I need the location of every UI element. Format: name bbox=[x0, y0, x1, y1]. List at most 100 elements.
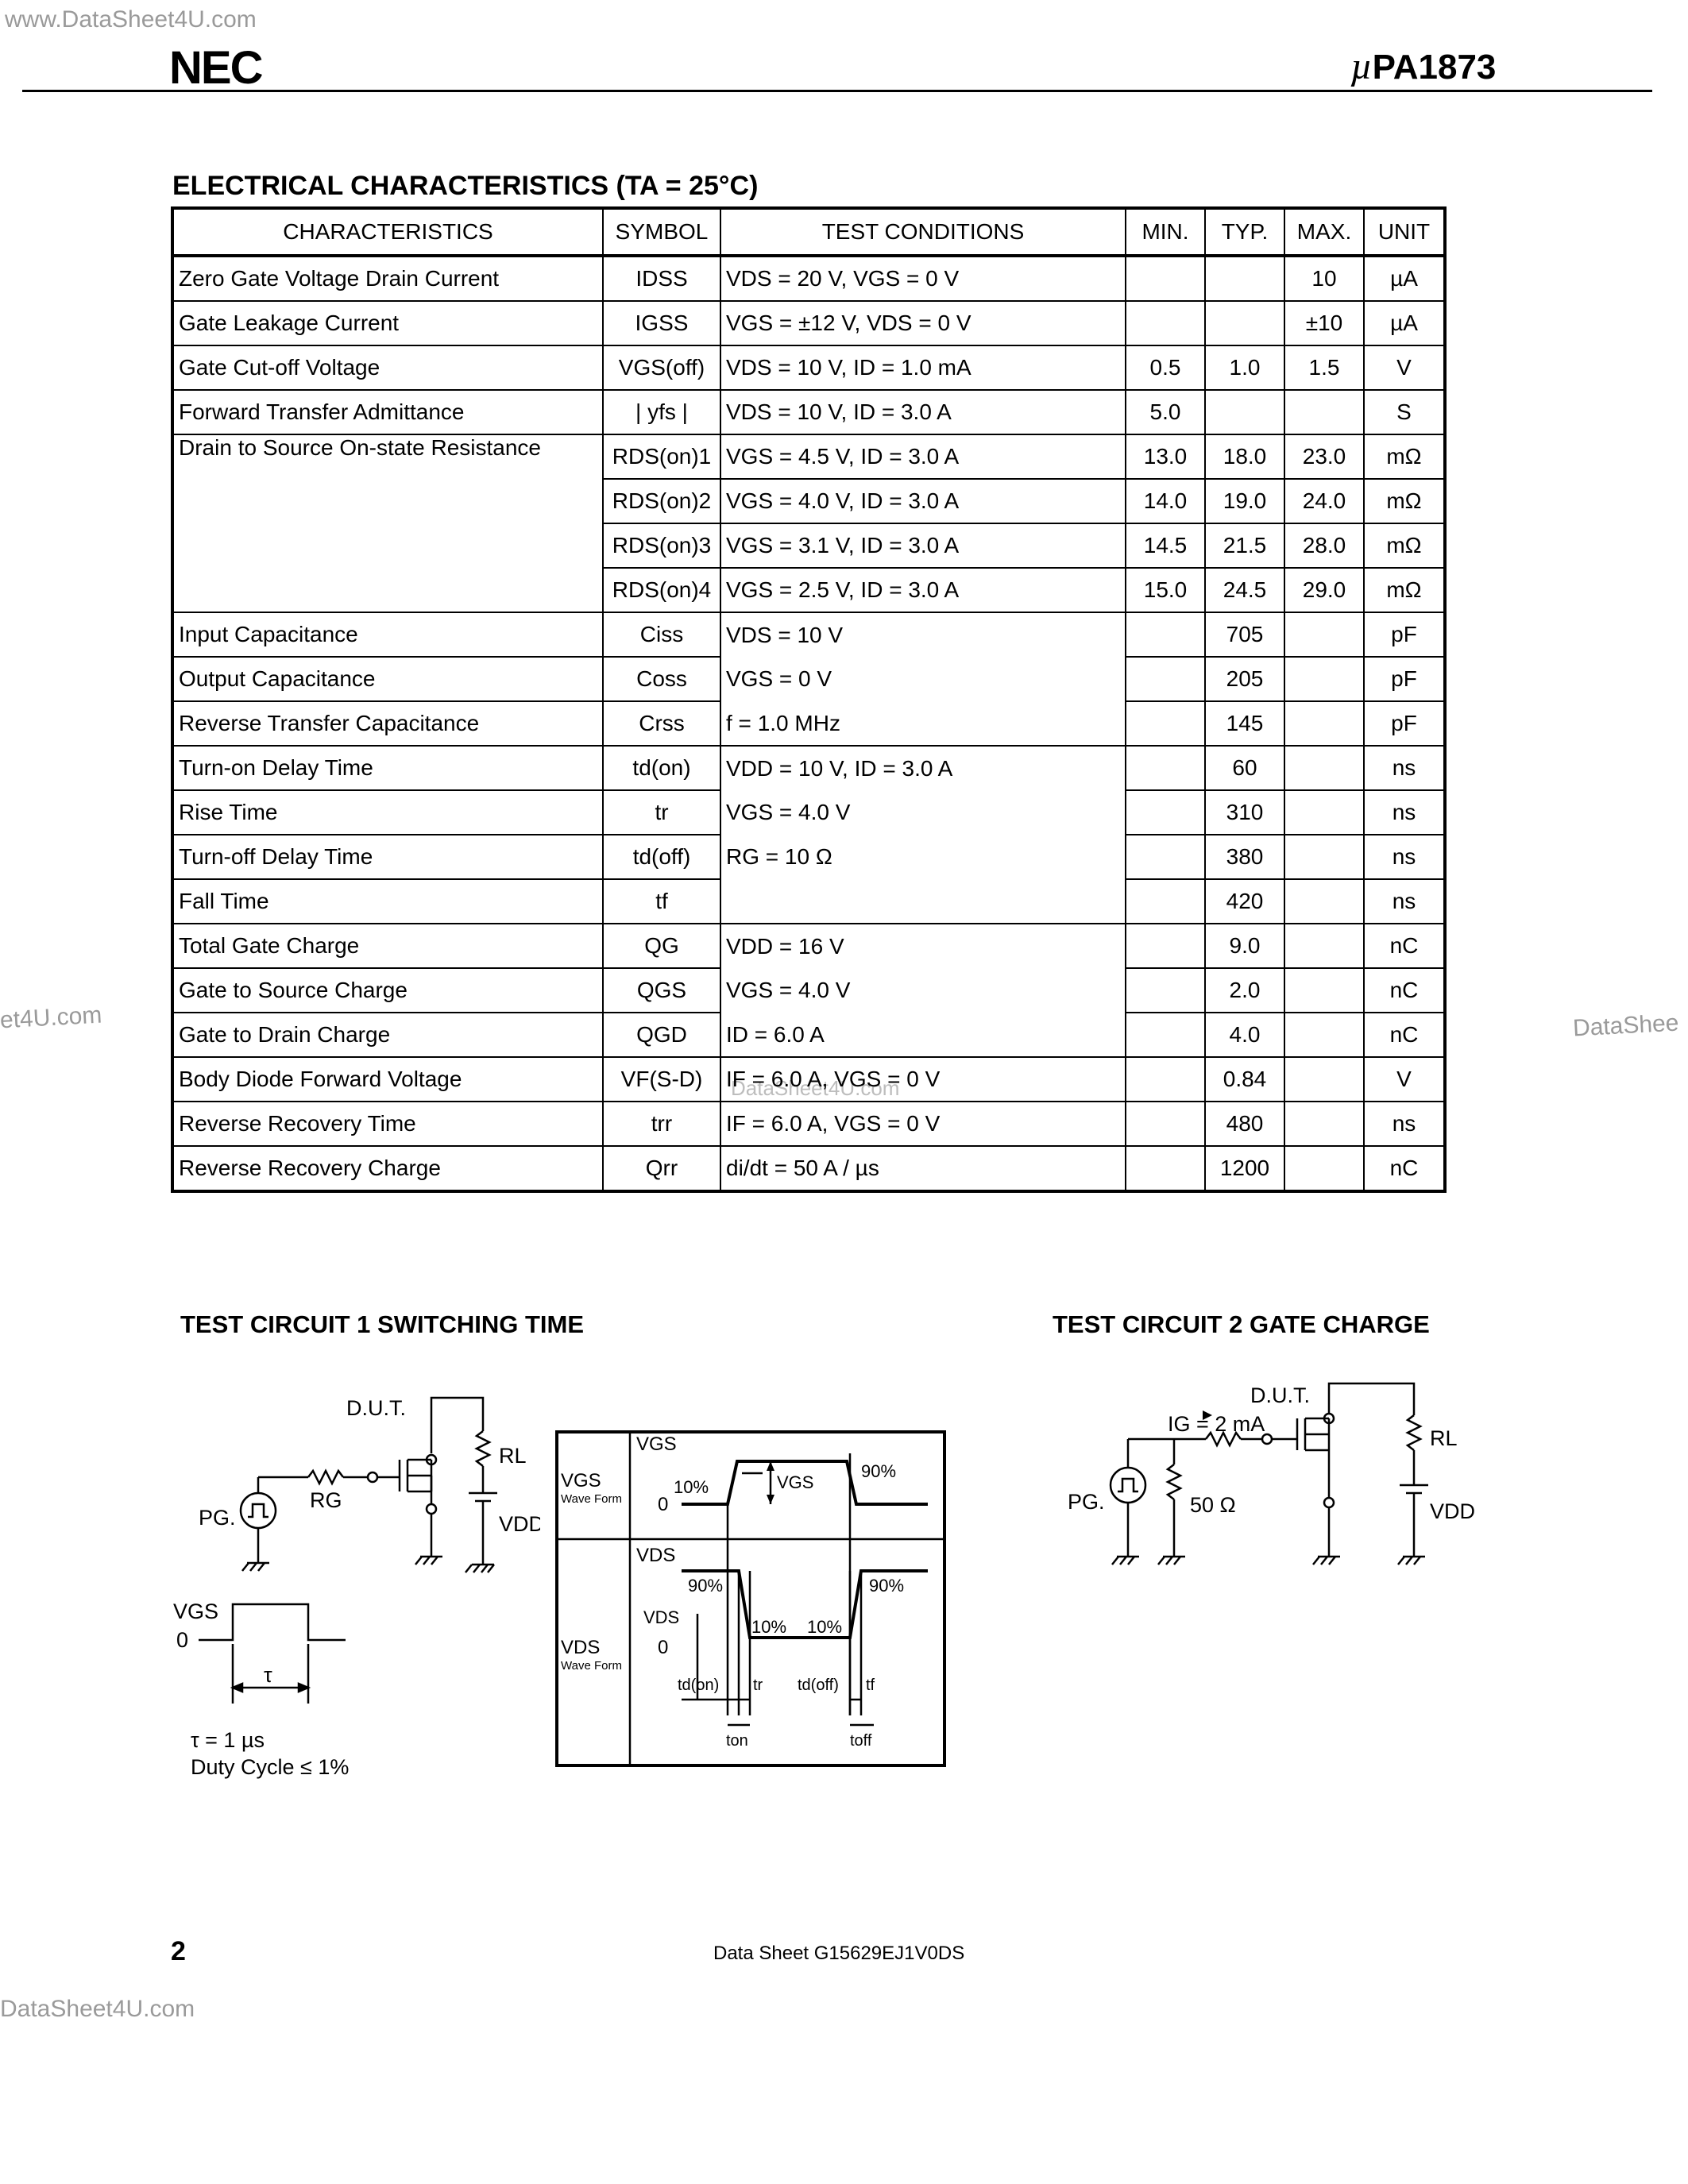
cell-sym: td(off) bbox=[602, 834, 721, 880]
table-header-row: CHARACTERISTICS SYMBOL TEST CONDITIONS M… bbox=[172, 207, 1446, 257]
cell-sym: RDS(on)3 bbox=[602, 523, 721, 569]
cell-cond: VDS = 10 V, ID = 1.0 mA bbox=[720, 345, 1126, 391]
col-header: UNIT bbox=[1363, 207, 1446, 257]
header-rule bbox=[22, 90, 1652, 92]
gc-dut-label: D.U.T. bbox=[1250, 1383, 1310, 1407]
cell-sym: QGD bbox=[602, 1012, 721, 1058]
cell-min bbox=[1125, 789, 1206, 835]
cell-typ: 18.0 bbox=[1204, 434, 1285, 480]
cell-sym: IDSS bbox=[602, 255, 721, 302]
cell-unit: pF bbox=[1363, 700, 1446, 747]
cell-max bbox=[1284, 878, 1365, 924]
wf-vgs-level: VGS bbox=[777, 1472, 813, 1492]
cell-sym: Coss bbox=[602, 656, 721, 702]
cell-max: 29.0 bbox=[1284, 567, 1365, 613]
cell-unit: ns bbox=[1363, 878, 1446, 924]
electrical-characteristics-table: CHARACTERISTICS SYMBOL TEST CONDITIONS M… bbox=[171, 206, 1447, 1193]
wf-vds-waveform: Wave Form bbox=[561, 1659, 622, 1673]
wf-tr: tr bbox=[753, 1677, 763, 1694]
cell-unit: mΩ bbox=[1363, 434, 1446, 480]
cell-min: 13.0 bbox=[1125, 434, 1206, 480]
cell-char: Gate Cut-off Voltage bbox=[172, 345, 604, 391]
tau-note: τ = 1 µs bbox=[191, 1728, 265, 1752]
cell-char: Fall Time bbox=[172, 878, 604, 924]
cell-min bbox=[1125, 612, 1206, 658]
col-header: MIN. bbox=[1125, 207, 1206, 257]
cell-unit: nC bbox=[1363, 1012, 1446, 1058]
cell-sym: RDS(on)1 bbox=[602, 434, 721, 480]
cell-typ: 205 bbox=[1204, 656, 1285, 702]
cell-cond: IF = 6.0 A, VGS = 0 V bbox=[720, 1101, 1126, 1147]
cell-char: Turn-off Delay Time bbox=[172, 834, 604, 880]
switching-time-schematic: D.U.T. RL RG VDD PG. VGS 0 τ τ = 1 µs Du… bbox=[173, 1396, 540, 1779]
cell-char: Reverse Transfer Capacitance bbox=[172, 700, 604, 747]
cell-max: 28.0 bbox=[1284, 523, 1365, 569]
cell-unit: ns bbox=[1363, 834, 1446, 880]
cell-char: Drain to Source On-state Resistance bbox=[172, 434, 604, 479]
gc-rl-label: RL bbox=[1430, 1426, 1458, 1450]
watermark-bottom: DataSheet4U.com bbox=[0, 1996, 195, 2022]
dut-label: D.U.T. bbox=[346, 1396, 406, 1420]
cell-max: 10 bbox=[1284, 255, 1365, 302]
page-number: 2 bbox=[171, 1936, 186, 1966]
cell-char: Gate Leakage Current bbox=[172, 300, 604, 346]
cell-min bbox=[1125, 1101, 1206, 1147]
cell-typ: 380 bbox=[1204, 834, 1285, 880]
wf-vds-10-left: 10% bbox=[751, 1617, 786, 1637]
cell-max bbox=[1284, 789, 1365, 835]
cell-sym: tr bbox=[602, 789, 721, 835]
cell-max bbox=[1284, 923, 1365, 969]
cell-char: Gate to Source Charge bbox=[172, 967, 604, 1013]
cell-char: Reverse Recovery Time bbox=[172, 1101, 604, 1147]
cell-cond: VGS = 4.0 V bbox=[720, 968, 1126, 1013]
wf-ton: ton bbox=[726, 1732, 748, 1750]
gc-50ohm-label: 50 Ω bbox=[1190, 1493, 1236, 1517]
cell-unit: V bbox=[1363, 345, 1446, 391]
cell-cond: ID = 6.0 A bbox=[720, 1013, 1126, 1058]
cell-max: 1.5 bbox=[1284, 345, 1365, 391]
cell-unit: pF bbox=[1363, 656, 1446, 702]
cell-sym: IGSS bbox=[602, 300, 721, 346]
rg-label: RG bbox=[310, 1488, 342, 1512]
cell-max bbox=[1284, 1056, 1365, 1102]
cell-unit: µA bbox=[1363, 255, 1446, 302]
cell-min: 15.0 bbox=[1125, 567, 1206, 613]
wf-vds-title: VDS bbox=[636, 1545, 675, 1566]
cell-cond: di/dt = 50 A / µs bbox=[720, 1145, 1126, 1192]
cell-sym: Ciss bbox=[602, 612, 721, 658]
cell-max bbox=[1284, 1145, 1365, 1192]
cell-typ: 24.5 bbox=[1204, 567, 1285, 613]
cell-char: Forward Transfer Admittance bbox=[172, 389, 604, 435]
cell-min bbox=[1125, 1145, 1206, 1192]
table-title: ELECTRICAL CHARACTERISTICS (TA = 25°C) bbox=[172, 171, 759, 201]
cell-sym: VGS(off) bbox=[602, 345, 721, 391]
wf-tf: tf bbox=[866, 1677, 875, 1694]
cell-typ: 480 bbox=[1204, 1101, 1285, 1147]
gc-vdd-label: VDD bbox=[1430, 1499, 1475, 1523]
watermark-right: DataShee bbox=[1572, 1009, 1680, 1042]
cell-typ: 1200 bbox=[1204, 1145, 1285, 1192]
cell-min: 14.0 bbox=[1125, 478, 1206, 524]
cell-max bbox=[1284, 1101, 1365, 1147]
cell-unit: µA bbox=[1363, 300, 1446, 346]
cell-cond: VGS = 0 V bbox=[720, 657, 1126, 701]
cell-char bbox=[172, 523, 604, 568]
cell-cond: VDD = 10 V, ID = 3.0 A bbox=[720, 745, 1126, 790]
cell-min bbox=[1125, 923, 1206, 969]
cell-unit: ns bbox=[1363, 789, 1446, 835]
cell-min bbox=[1125, 1012, 1206, 1058]
cell-typ: 2.0 bbox=[1204, 967, 1285, 1013]
switching-waveforms: VGS VGS Wave Form 0 10% VGS 90% VDS VDS … bbox=[555, 1430, 946, 1767]
cell-unit: ns bbox=[1363, 1101, 1446, 1147]
part-number: µPA1873 bbox=[1350, 45, 1497, 87]
cell-sym: td(on) bbox=[602, 745, 721, 791]
